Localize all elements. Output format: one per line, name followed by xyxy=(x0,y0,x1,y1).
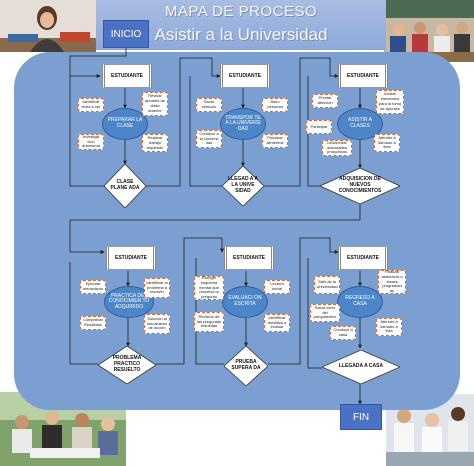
student-box-2[interactable]: ESTUDIANTE xyxy=(220,64,270,88)
decision-test-passed-shape xyxy=(224,346,268,386)
note-execute-mechanism: Ejecutar mecanismo xyxy=(80,280,106,294)
study-group-image xyxy=(0,392,126,466)
page-subtitle: Asistir a la Universidad xyxy=(154,25,328,44)
note-participate: Participar xyxy=(306,120,332,134)
decision-class-planned-shape xyxy=(104,164,146,208)
note-leave-university: Salir de la Universidad xyxy=(314,276,340,294)
note-review-notes: Revisar apuntes de clase anterior xyxy=(142,92,168,116)
start-button[interactable]: INICIO xyxy=(103,20,149,48)
student-box-4[interactable]: ESTUDIANTE xyxy=(106,246,156,270)
decision-arrived-university[interactable]: LLEGAD A A LA UNIVE SIDAD xyxy=(228,176,258,194)
note-choose-mental-scheme: Escoger esquema mental que resuelva la p… xyxy=(194,275,224,300)
note-pay-attention: Prestar atención xyxy=(312,94,338,108)
note-review-answers: Revisión de las preguntas resueltas xyxy=(194,312,224,332)
note-identify-problem: Identificar el problema a resolver xyxy=(144,278,170,298)
student-photo-top-left xyxy=(0,0,96,52)
process-prepare-class[interactable]: PREPARAR LA CLASE xyxy=(102,108,148,140)
decision-arrived-home[interactable]: LLEGADA A CASA xyxy=(338,363,384,370)
note-prepare-food: Preparar alimentos xyxy=(262,134,288,148)
process-written-evaluation[interactable]: EVALUACI ON ESCRITA xyxy=(222,286,268,318)
lab-photo-bottom-right xyxy=(386,394,474,466)
note-take-notes: Anotar elementos para la toma de apuntes xyxy=(376,90,404,114)
decision-new-knowledge-shape xyxy=(320,168,400,204)
study-group-photo-bottom-left xyxy=(0,392,126,466)
note-finish-classes: Finalizar asistencia a clases programad … xyxy=(378,269,406,294)
page-title: MAPA DE PROCESO xyxy=(164,3,318,20)
note-get-car: Sacar carro del parqueadero xyxy=(310,304,340,322)
note-drive-home: Conducir a casa xyxy=(330,326,356,340)
decision-problem-solved-shape xyxy=(98,346,156,384)
student-girl-image xyxy=(0,0,96,52)
decision-class-planned[interactable]: CLASE PLANE ADA xyxy=(110,179,140,191)
process-transport-university[interactable]: TRANSPOR TE A LA UNIVERSI DAD xyxy=(220,108,266,140)
decision-problem-solved[interactable]: PROBLEMA PRACTICO RESUELTO xyxy=(112,355,142,373)
end-button[interactable]: FIN xyxy=(340,404,382,430)
student-box-5[interactable]: ESTUDIANTE xyxy=(224,246,274,270)
note-roll-call-bottom: Atender a llamado a lista xyxy=(376,318,402,336)
note-identify-topic-eval: Identificar temática a evaluar xyxy=(264,314,290,332)
decision-new-knowledge[interactable]: ADQUISICION DE NUEVOS CONOCIMIENTOS xyxy=(338,176,382,194)
student-box-1[interactable]: ESTUDIANTE xyxy=(102,64,152,88)
note-take-vehicle: Sacar vehiculo xyxy=(196,98,222,112)
classroom-photo-top-right xyxy=(384,0,474,62)
note-personal-hygiene: Aseo personal xyxy=(262,98,288,112)
classroom-image xyxy=(384,0,474,62)
note-initial-reading: Lectura inicial xyxy=(264,280,290,294)
decision-arrived-university-shape xyxy=(222,166,264,206)
student-box-3[interactable]: ESTUDIANTE xyxy=(338,64,388,88)
end-label: FIN xyxy=(352,411,370,423)
note-mechanism-solution: Solución al mecanismo de acción xyxy=(144,314,170,334)
note-identify-topic: Identificar tema a ver xyxy=(78,98,104,112)
decision-arrived-home-shape xyxy=(322,350,400,384)
note-do-work: Realizar trabajo requerido xyxy=(142,134,168,153)
note-develop-activities: Desarrollar actividades propuestas xyxy=(322,140,352,156)
note-check-result: Comprobar Resultado xyxy=(80,316,106,330)
note-autonomous-research: Investiga ción autónoma xyxy=(78,134,104,150)
note-drive-university: Conducir a la Universi dad xyxy=(196,130,222,148)
start-label: INICIO xyxy=(110,28,142,40)
student-box-6[interactable]: ESTUDIANTE xyxy=(338,246,388,270)
lab-image xyxy=(386,394,474,466)
process-return-home[interactable]: REGRESO A CASA xyxy=(337,286,383,318)
decision-test-passed[interactable]: PRUEBA SUPERA DA xyxy=(231,359,261,371)
note-roll-call-top: Atender a llamado a lista xyxy=(374,134,400,152)
